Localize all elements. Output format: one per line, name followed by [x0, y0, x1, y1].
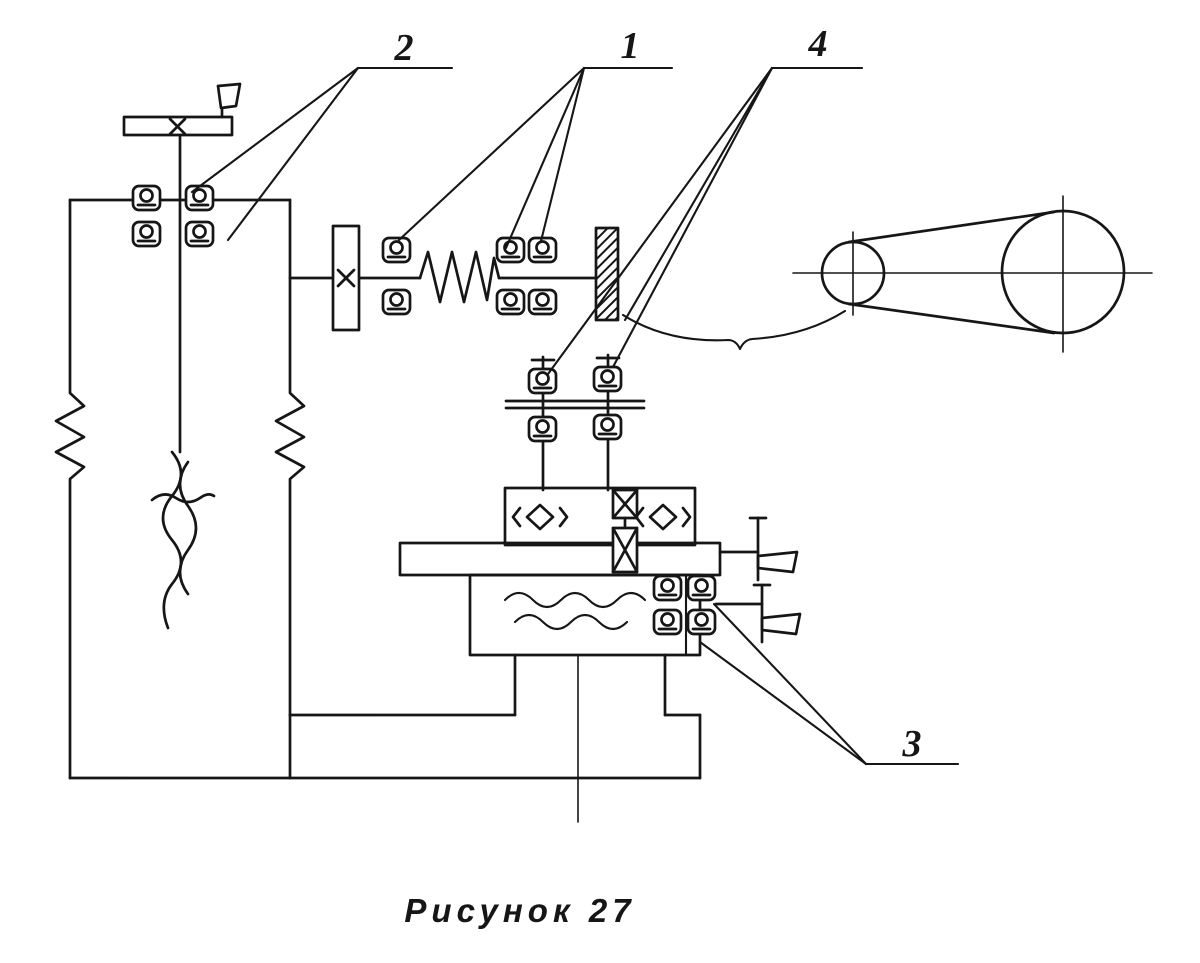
bearing-icon — [686, 608, 717, 636]
lever-grip — [760, 612, 802, 636]
spring — [418, 250, 501, 304]
upper-bearing-block — [131, 184, 215, 248]
bevel-gear-shafts — [504, 353, 646, 492]
coolant-waves — [503, 591, 647, 609]
callout-4: 4 — [546, 23, 864, 376]
brace — [621, 309, 847, 351]
bearing-icon — [184, 220, 215, 248]
bearing-icon — [495, 288, 526, 316]
bearing-icon — [131, 184, 162, 212]
bearing-icon — [592, 365, 623, 393]
bevel-gear-icon — [525, 503, 555, 531]
callout-4-label: 4 — [808, 23, 828, 65]
base-plate — [68, 713, 702, 780]
callout-3: 3 — [698, 602, 960, 766]
bearing-icon — [652, 574, 683, 602]
bearing-icon — [527, 367, 558, 395]
callout-1: 1 — [397, 25, 674, 250]
bearing-icon — [131, 220, 162, 248]
pulley-large — [1000, 209, 1126, 335]
lead-screw — [611, 488, 639, 574]
flexible-shaft-squiggle — [150, 450, 216, 630]
figure-caption: Рисунок 27 — [404, 892, 635, 929]
bearing-icon — [527, 415, 558, 443]
bearing-icon — [495, 236, 526, 264]
bearing-icon — [381, 236, 412, 264]
bearing-icon — [686, 574, 717, 602]
work-table — [398, 541, 722, 577]
friction-disc — [594, 226, 620, 322]
coolant-waves — [513, 613, 629, 631]
handle-lever — [122, 82, 242, 137]
bearing-icon — [527, 236, 558, 264]
bearing-icon — [652, 608, 683, 636]
belt-top — [847, 210, 1056, 244]
bearing-icon — [527, 288, 558, 316]
callout-2: 2 — [190, 27, 454, 242]
callout-1-label: 1 — [621, 25, 640, 67]
clutch-block — [331, 224, 361, 332]
belt-drive — [792, 195, 1153, 353]
gearbox — [503, 486, 697, 547]
callout-2-label: 2 — [394, 27, 414, 69]
lever-grip — [756, 550, 799, 574]
bearing-icon — [381, 288, 412, 316]
bearing-icon — [184, 184, 215, 212]
horizontal-shaft — [288, 250, 598, 304]
pedestal — [513, 653, 667, 717]
belt-bottom — [847, 302, 1056, 335]
bearing-icon — [592, 413, 623, 441]
hand-levers — [714, 516, 802, 644]
bevel-gear-icon — [648, 503, 678, 531]
tank-bearings — [652, 574, 717, 636]
callout-3-label: 3 — [902, 723, 922, 765]
